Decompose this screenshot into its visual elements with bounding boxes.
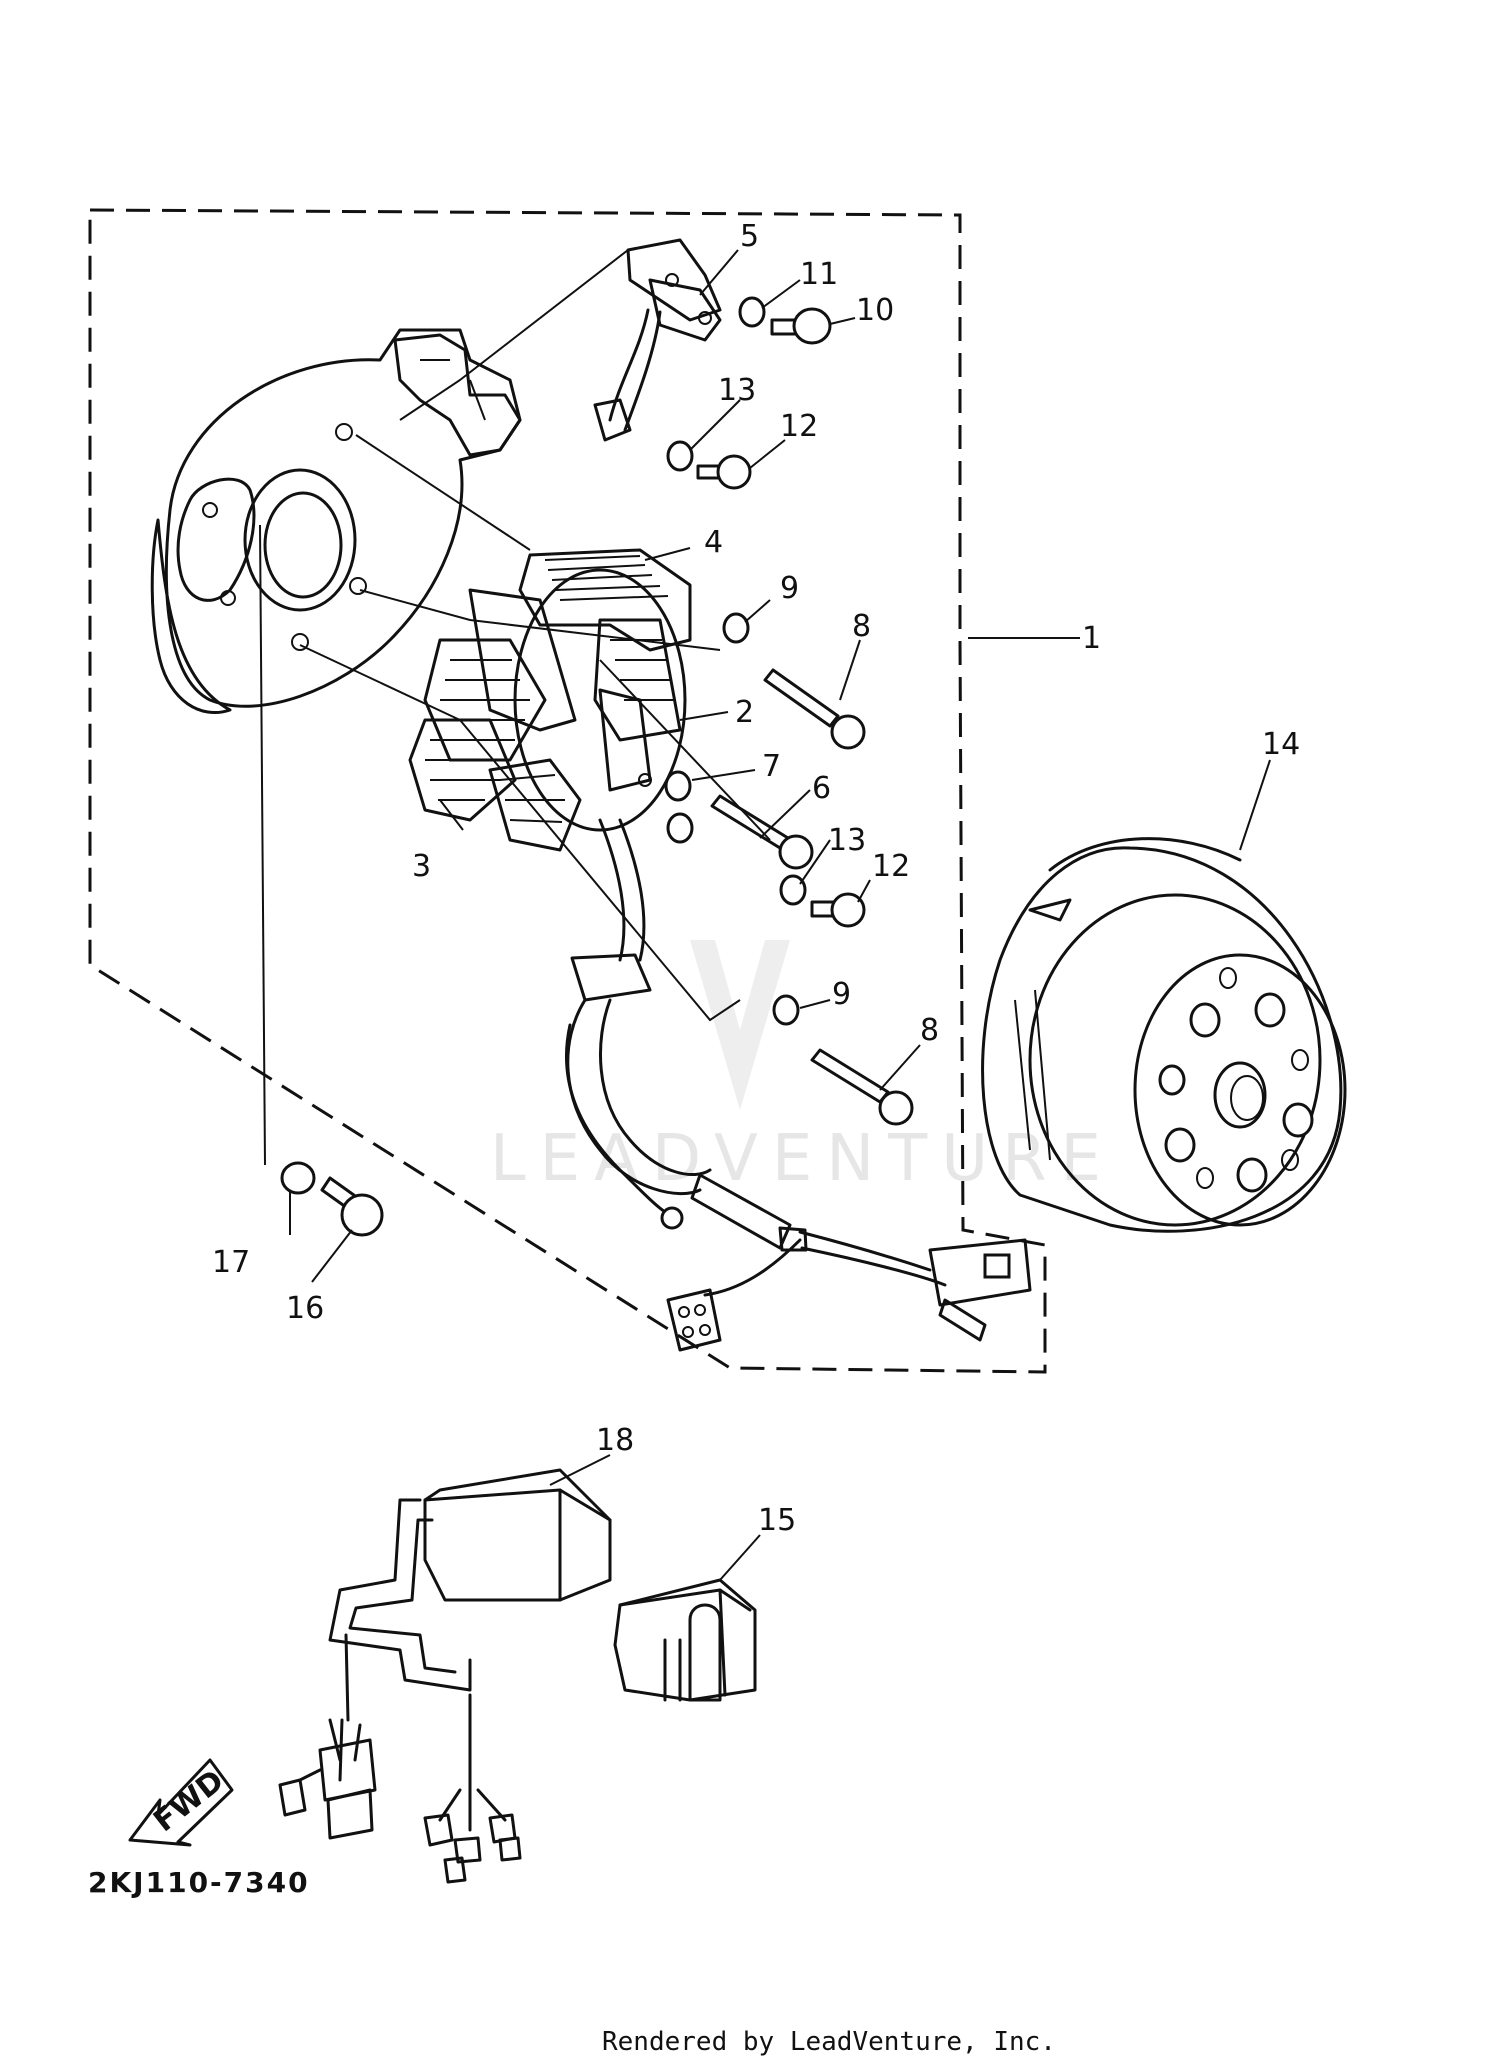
callout-18: 15 — [758, 1503, 796, 1538]
washer-16 — [280, 1161, 316, 1195]
callout-12-lower: 12 — [872, 849, 910, 884]
render-credit: Rendered by LeadVenture, Inc. — [602, 2027, 1056, 2057]
callout-11: 11 — [800, 257, 838, 292]
fastener-set — [280, 296, 914, 1237]
bolt-8-lower — [810, 1048, 890, 1104]
forward-direction-arrow: FWD — [128, 1758, 234, 1847]
washer-9-upper — [722, 612, 750, 644]
cdi-unit — [278, 1468, 612, 1884]
leader-lines — [259, 249, 1271, 1581]
callout-2: 2 — [735, 695, 754, 730]
callout-12-upper: 12 — [780, 409, 818, 444]
callout-8-lower: 8 — [920, 1013, 939, 1048]
washer-9-lower — [772, 994, 800, 1026]
callout-7: 7 — [762, 749, 781, 784]
assembly-boundary — [88, 208, 1047, 1374]
stator-coil-assembly — [408, 548, 692, 852]
pickup-coil — [593, 238, 722, 442]
callout-13-upper: 13 — [718, 373, 756, 408]
bolt-8-upper — [763, 668, 840, 728]
stator-base-plate — [150, 328, 522, 715]
washer-7 — [664, 770, 692, 802]
callout-6: 6 — [812, 771, 831, 806]
callout-4: 4 — [704, 525, 723, 560]
callout-3: 3 — [412, 849, 431, 884]
callout-13-lower: 13 — [828, 823, 866, 858]
washer-11 — [738, 296, 766, 328]
washer-13-upper — [666, 440, 694, 472]
stator-wiring-harness — [565, 818, 1032, 1352]
callout-labels: 5 11 10 13 12 4 9 8 1 2 7 6 13 12 3 14 9… — [212, 219, 1300, 1538]
callout-15: 16 — [286, 1291, 324, 1326]
rotor-flywheel — [981, 837, 1347, 1233]
callout-17: 18 — [596, 1423, 634, 1458]
callout-16: 17 — [212, 1245, 250, 1280]
watermark-text: LEADVENTURE — [490, 1122, 1115, 1196]
part-diagram-code: 2KJ110-7340 — [88, 1866, 310, 1899]
callout-8-upper: 8 — [852, 609, 871, 644]
callout-1: 1 — [1082, 621, 1101, 656]
callout-10: 10 — [856, 293, 894, 328]
cdi-rubber-holder — [613, 1578, 757, 1702]
callout-9-lower: 9 — [832, 977, 851, 1012]
callout-9-upper: 9 — [780, 571, 799, 606]
callout-14: 14 — [1262, 727, 1300, 762]
washer-13-lower — [779, 874, 807, 906]
callout-5: 5 — [740, 219, 759, 254]
